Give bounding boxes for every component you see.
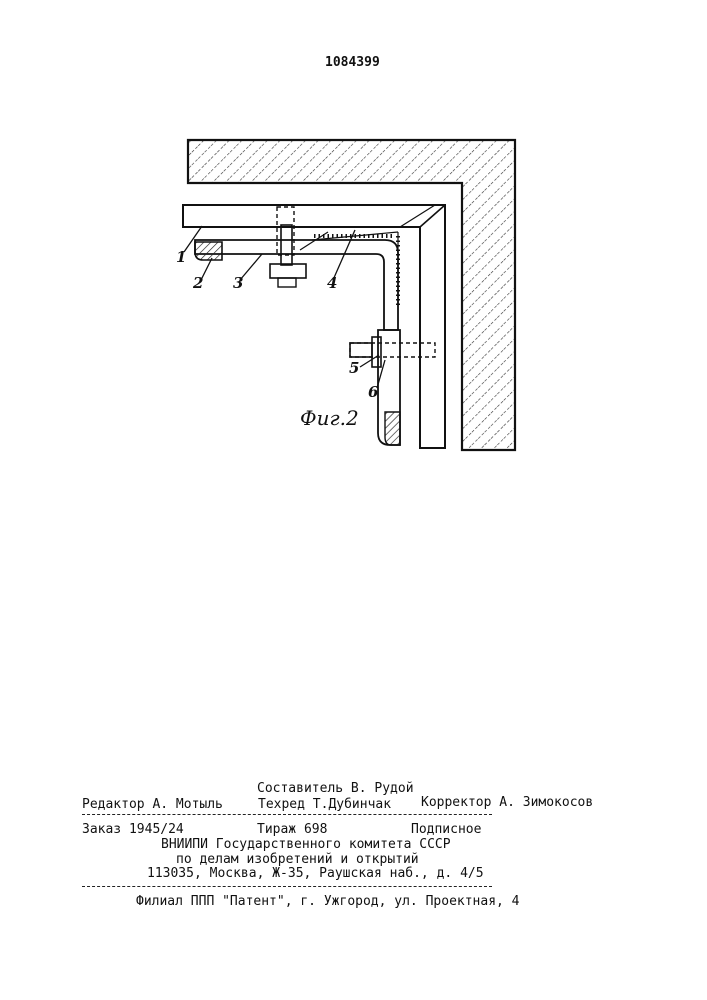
- order-line: Заказ 1945/24: [82, 822, 184, 837]
- bolt-side-shank: [350, 343, 435, 357]
- weld-crosses: [314, 236, 398, 306]
- editor-line: Редактор А. Мотыль: [82, 797, 223, 812]
- divider: [82, 886, 492, 887]
- org-line-3: 113035, Москва, Ж-35, Раушская наб., д. …: [147, 866, 484, 881]
- bolt-top-shank: [281, 225, 292, 265]
- bolt-side-nut: [372, 337, 381, 367]
- figure-caption: Фиг.2: [300, 406, 359, 430]
- callout-5: 5: [349, 359, 359, 377]
- org-line-1: ВНИИПИ Государственного комитета СССР: [161, 837, 451, 852]
- circulation-line: Тираж 698: [257, 822, 327, 837]
- callout-3: 3: [233, 274, 243, 292]
- wall-section: [188, 140, 515, 450]
- callout-4: 4: [327, 274, 337, 292]
- org-line-2: по делам изобретений и открытий: [176, 852, 419, 867]
- compiler-line: Составитель В. Рудой: [257, 781, 414, 796]
- callout-2: 2: [192, 274, 203, 292]
- branch-line: Филиал ППП "Патент", г. Ужгород, ул. Про…: [136, 894, 520, 909]
- callout-1: 1: [176, 248, 186, 266]
- bolt-top-nut: [270, 264, 306, 278]
- corrector-line: Корректор А. Зимокосов: [421, 795, 593, 810]
- subscription-line: Подписное: [411, 822, 481, 837]
- tech-editor-line: Техред Т.Дубинчак: [258, 797, 391, 812]
- divider: [82, 814, 492, 815]
- callout-6: 6: [368, 383, 379, 401]
- part-2-block: [195, 242, 222, 260]
